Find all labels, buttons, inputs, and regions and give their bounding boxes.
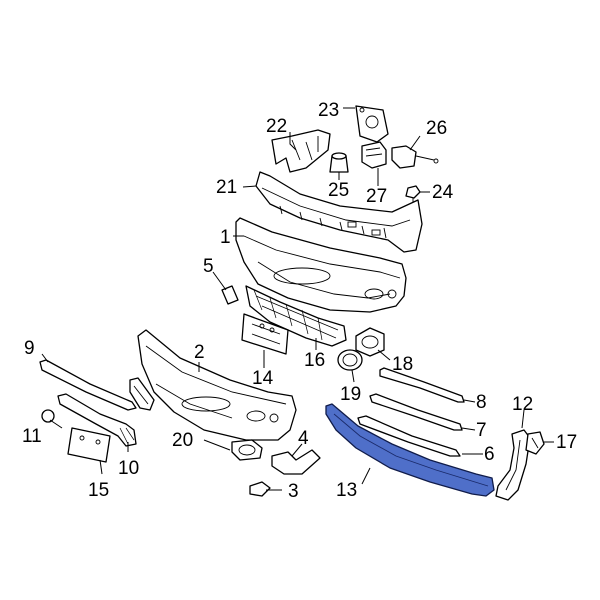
callout-22: 22 [266, 116, 287, 137]
callout-8: 8 [476, 392, 487, 413]
callout-7: 7 [476, 420, 487, 441]
part-25-bumper-stop[interactable] [329, 152, 349, 173]
callout-5: 5 [203, 256, 214, 277]
part-18-fog-lamp-housing[interactable] [355, 327, 385, 357]
part-1-bumper-cover[interactable] [235, 217, 407, 313]
part-19-ring[interactable] [337, 349, 363, 371]
part-10-lower-trim[interactable] [57, 393, 137, 447]
part-14-license-bracket[interactable] [241, 313, 289, 355]
part-4-bracket[interactable] [271, 449, 321, 475]
callout-9: 9 [24, 338, 35, 359]
callout-3: 3 [288, 481, 299, 502]
part-11-plug[interactable] [41, 409, 55, 423]
leader-lines [41, 107, 554, 491]
callout-11: 11 [22, 426, 42, 447]
part-5-plug[interactable] [221, 285, 239, 305]
part-17-clip[interactable] [525, 431, 545, 455]
callout-23: 23 [318, 100, 339, 121]
callout-19: 19 [340, 384, 361, 405]
part-2-bumper-cover[interactable] [137, 329, 297, 441]
callout-16: 16 [304, 350, 325, 371]
callout-20: 20 [172, 430, 193, 451]
part-3-clip[interactable] [249, 481, 271, 497]
callout-25: 25 [328, 180, 349, 201]
part-6-trim-strip[interactable] [357, 415, 461, 457]
part-15-license-plate[interactable] [67, 427, 111, 463]
callout-labels: 23 22 26 25 27 24 21 1 5 9 2 14 16 18 19… [22, 100, 577, 502]
part-26-sensor[interactable] [391, 145, 439, 169]
part-23-bracket[interactable] [355, 105, 389, 143]
callout-26: 26 [426, 118, 447, 139]
callout-21: 21 [216, 177, 237, 198]
callout-10: 10 [118, 458, 139, 479]
callout-13: 13 [336, 480, 357, 501]
callout-4: 4 [298, 428, 309, 449]
callout-24: 24 [432, 182, 454, 203]
callout-6: 6 [484, 444, 495, 465]
part-27-sensor-mount[interactable] [361, 141, 387, 169]
part-21-reinforcement-bar[interactable] [255, 171, 423, 253]
callout-12: 12 [512, 394, 533, 415]
part-7-trim-strip[interactable] [369, 393, 463, 431]
part-13-lower-spoiler-highlighted[interactable] [325, 403, 495, 497]
callout-1: 1 [220, 227, 231, 248]
callout-14: 14 [252, 368, 274, 389]
part-16-grille[interactable] [245, 285, 347, 347]
part-20-fog-cover[interactable] [231, 439, 263, 461]
callout-15: 15 [88, 480, 109, 501]
part-9-trim-strip[interactable] [39, 359, 137, 411]
callout-2: 2 [194, 342, 205, 363]
callout-27: 27 [366, 186, 387, 207]
part-8-trim-strip[interactable] [379, 367, 465, 403]
callout-17: 17 [556, 432, 577, 453]
part-12-side-bracket[interactable] [495, 429, 531, 501]
callout-18: 18 [392, 354, 413, 375]
part-10-corner-insert[interactable] [129, 377, 155, 411]
